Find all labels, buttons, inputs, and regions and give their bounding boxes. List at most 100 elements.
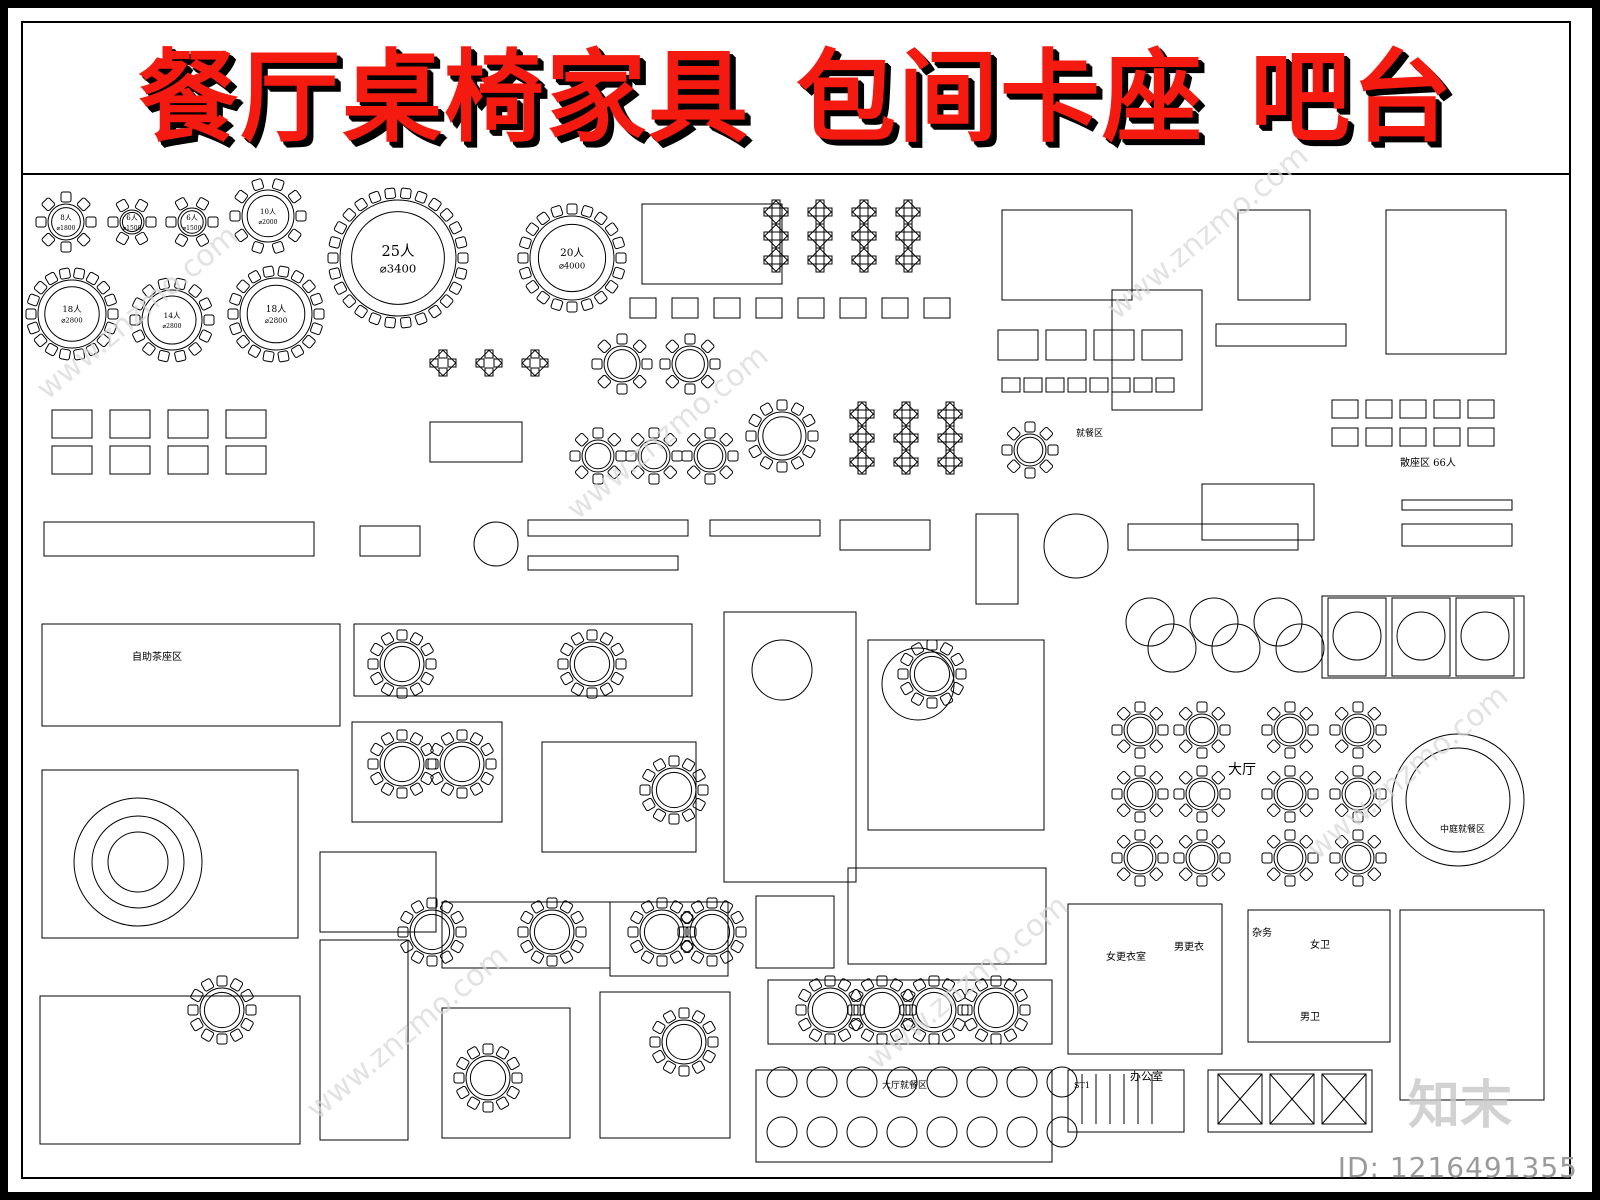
rect-table <box>1331 399 1359 419</box>
room-outline <box>1111 289 1203 411</box>
round-table <box>627 897 697 967</box>
chair <box>815 199 825 209</box>
chair <box>779 231 789 241</box>
round-table <box>649 1007 719 1077</box>
chair <box>251 178 265 191</box>
rect-table <box>109 409 151 439</box>
chair <box>396 729 408 741</box>
square-table-set <box>937 401 963 427</box>
chair <box>945 465 955 475</box>
chair <box>1196 701 1208 713</box>
chair <box>115 198 130 213</box>
bar-stool <box>1001 377 1021 393</box>
chair <box>290 344 305 358</box>
bar-counter <box>839 519 931 551</box>
chair <box>33 333 48 348</box>
chair <box>857 465 867 475</box>
chair <box>447 358 457 368</box>
chair <box>134 231 149 246</box>
chair <box>399 316 412 329</box>
chair <box>802 444 816 459</box>
elevator <box>1321 1073 1367 1125</box>
table-inner-ring <box>1126 844 1154 872</box>
chair <box>1178 706 1193 721</box>
chair <box>1116 739 1131 754</box>
chair <box>236 279 250 294</box>
chair <box>396 629 408 641</box>
chair <box>142 284 156 298</box>
chair <box>961 1004 973 1016</box>
table-top <box>1185 841 1219 875</box>
chair <box>455 926 467 938</box>
chair <box>559 950 574 964</box>
round-table <box>1173 829 1231 887</box>
square-table-set <box>429 349 457 377</box>
chair <box>96 333 111 348</box>
room-outline <box>599 991 731 1139</box>
table-top <box>639 909 685 955</box>
chair <box>1116 803 1131 818</box>
room-outline <box>1237 209 1311 301</box>
chair <box>450 939 464 954</box>
chair <box>400 939 414 954</box>
table-top <box>895 223 921 249</box>
chair <box>1003 1028 1018 1042</box>
room-outline <box>723 611 857 883</box>
chair <box>115 231 130 246</box>
chair <box>520 910 534 925</box>
arc-booth <box>1211 623 1261 673</box>
chair <box>706 955 718 967</box>
chair <box>1173 724 1185 736</box>
chair <box>807 207 817 217</box>
round-table <box>681 427 739 485</box>
room-layout-group <box>39 203 1545 1163</box>
table-inner-ring <box>915 991 953 1029</box>
chair <box>440 732 455 746</box>
table-diameter-label: ⌀2000 <box>259 219 278 226</box>
chair <box>928 975 940 987</box>
chair <box>1219 724 1231 736</box>
table-top <box>689 909 735 955</box>
chair <box>790 456 805 470</box>
chair <box>630 910 644 925</box>
label-female-wc: 女卫 <box>1310 938 1330 951</box>
chair <box>893 433 903 443</box>
square-table-set <box>849 425 875 451</box>
room-outline <box>1067 1069 1185 1133</box>
chair <box>1178 834 1193 849</box>
chair <box>889 1028 904 1042</box>
chair <box>1178 803 1193 818</box>
chair <box>1149 739 1164 754</box>
square-table-set <box>851 199 877 225</box>
chair <box>456 729 468 741</box>
table-inner-ring <box>640 442 668 470</box>
table-top <box>763 223 789 249</box>
chair <box>730 939 744 954</box>
rect-table <box>167 445 209 475</box>
chair <box>1352 701 1364 713</box>
table-diameter-label: ⌀1800 <box>57 225 76 232</box>
table-inner-ring <box>180 210 204 234</box>
chair <box>735 926 747 938</box>
round-bar <box>1043 513 1109 579</box>
table-top <box>1013 433 1047 467</box>
chair <box>684 333 696 345</box>
chair <box>616 333 628 345</box>
square-table-set <box>937 449 963 475</box>
chair <box>107 216 119 228</box>
private-room-cell <box>1455 597 1515 677</box>
booth-seat <box>966 1066 998 1098</box>
private-room-cell <box>1391 597 1451 677</box>
table-top <box>937 425 963 451</box>
chair <box>1352 811 1364 823</box>
table-top <box>177 207 207 237</box>
table-inner-ring <box>643 913 681 951</box>
table-top <box>895 247 921 273</box>
chair <box>955 668 967 680</box>
chair <box>414 312 428 326</box>
chair <box>849 433 859 443</box>
chair <box>952 1017 966 1032</box>
booth-seat <box>966 1116 998 1148</box>
chair <box>1178 867 1193 882</box>
table-top <box>37 279 107 349</box>
